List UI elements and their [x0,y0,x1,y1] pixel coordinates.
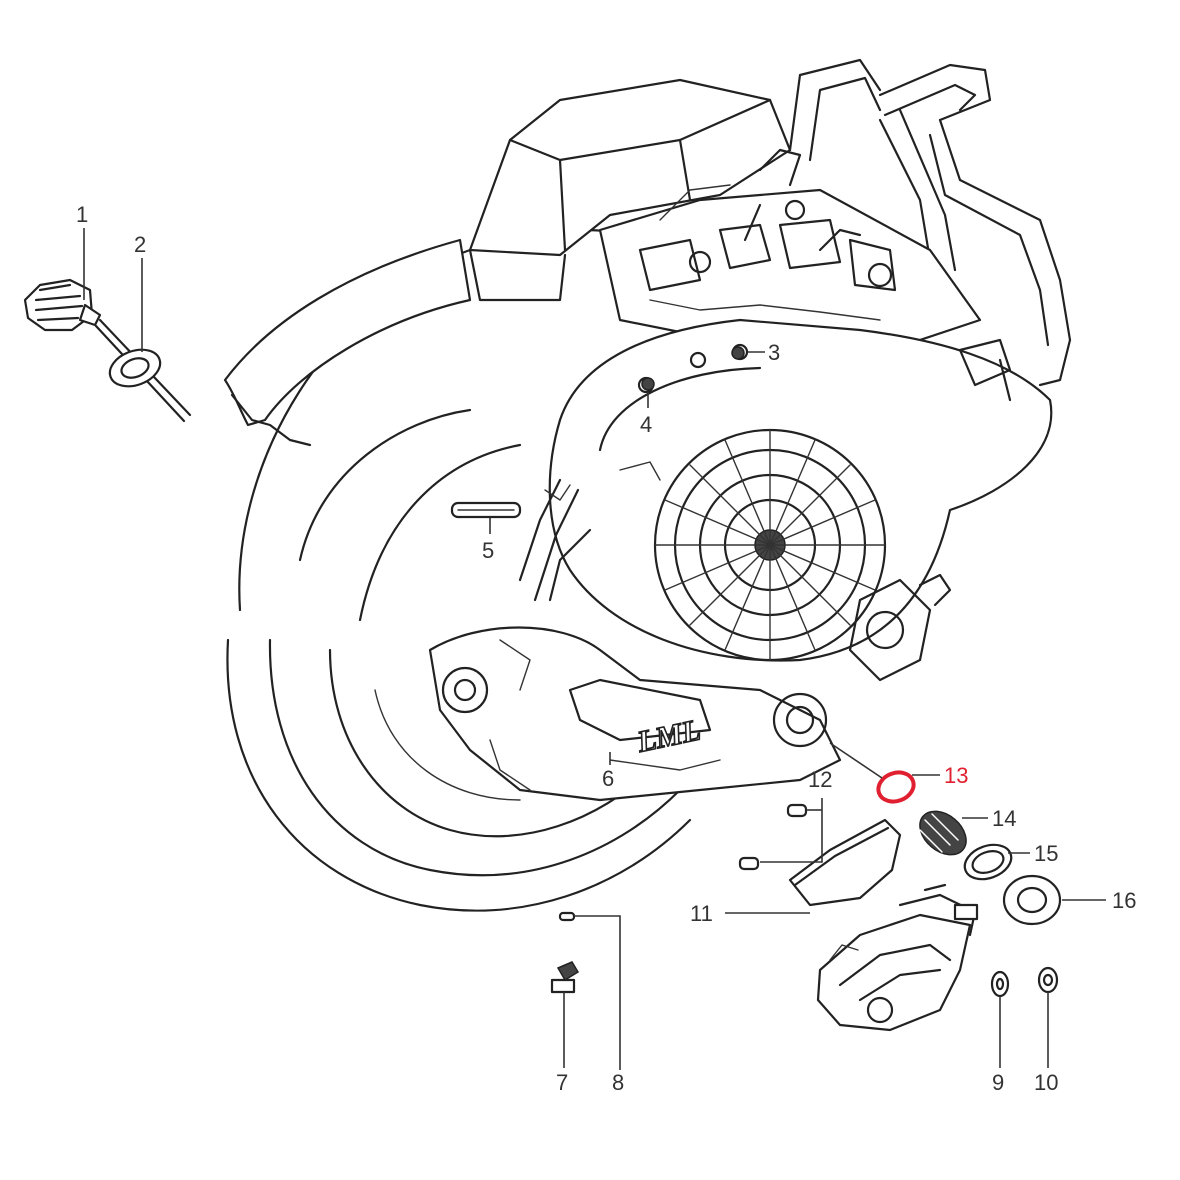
lower-casing [428,573,952,802]
part-9-nut [990,970,1010,998]
part-13-o-ring [876,770,916,804]
part-8-small-pin [558,911,576,922]
part-10-nut [1037,966,1059,994]
part-16-drain-plug [1002,874,1062,926]
callout-14: 14 [992,806,1016,831]
callout-3: 3 [768,340,780,365]
part-7-bolt [550,961,580,994]
callout-2: 2 [134,232,146,257]
engine-assembly: LML [223,58,1072,912]
callout-7: 7 [556,1070,568,1095]
part-11-cover-plate [788,818,902,907]
frame-tubes [788,58,1072,387]
part-5-pin [450,501,522,519]
mudguard-shroud [223,238,472,447]
airbox [468,78,792,302]
callout-4: 4 [640,412,652,437]
part-3-screw [731,346,745,360]
carburettor-bracket-assembly [816,883,979,1032]
part-1-oil-filler-plug [23,278,192,423]
callout-16: 16 [1112,888,1136,913]
part-4-screw [641,377,655,391]
flywheel-grille [653,428,887,662]
callout-9: 9 [992,1070,1004,1095]
callout-12: 12 [808,767,832,792]
callout-13: 13 [944,763,968,788]
callout-15: 15 [1034,841,1058,866]
callout-5: 5 [482,538,494,563]
callout-1: 1 [76,202,88,227]
callout-8: 8 [612,1070,624,1095]
callout-10: 10 [1034,1070,1058,1095]
part-15-washer [963,843,1013,881]
cylinder-head [598,148,982,362]
part-12-screws [738,803,808,871]
part-14-spring-filter [919,810,967,856]
callout-11: 11 [690,901,713,926]
callout-6: 6 [602,766,614,791]
leader-lines [83,228,1106,1070]
rear-suspension [518,478,580,602]
part-2-washer [108,348,162,388]
callout-labels: 1 2 3 4 5 6 7 8 9 10 11 12 13 14 15 16 [76,202,1136,1095]
